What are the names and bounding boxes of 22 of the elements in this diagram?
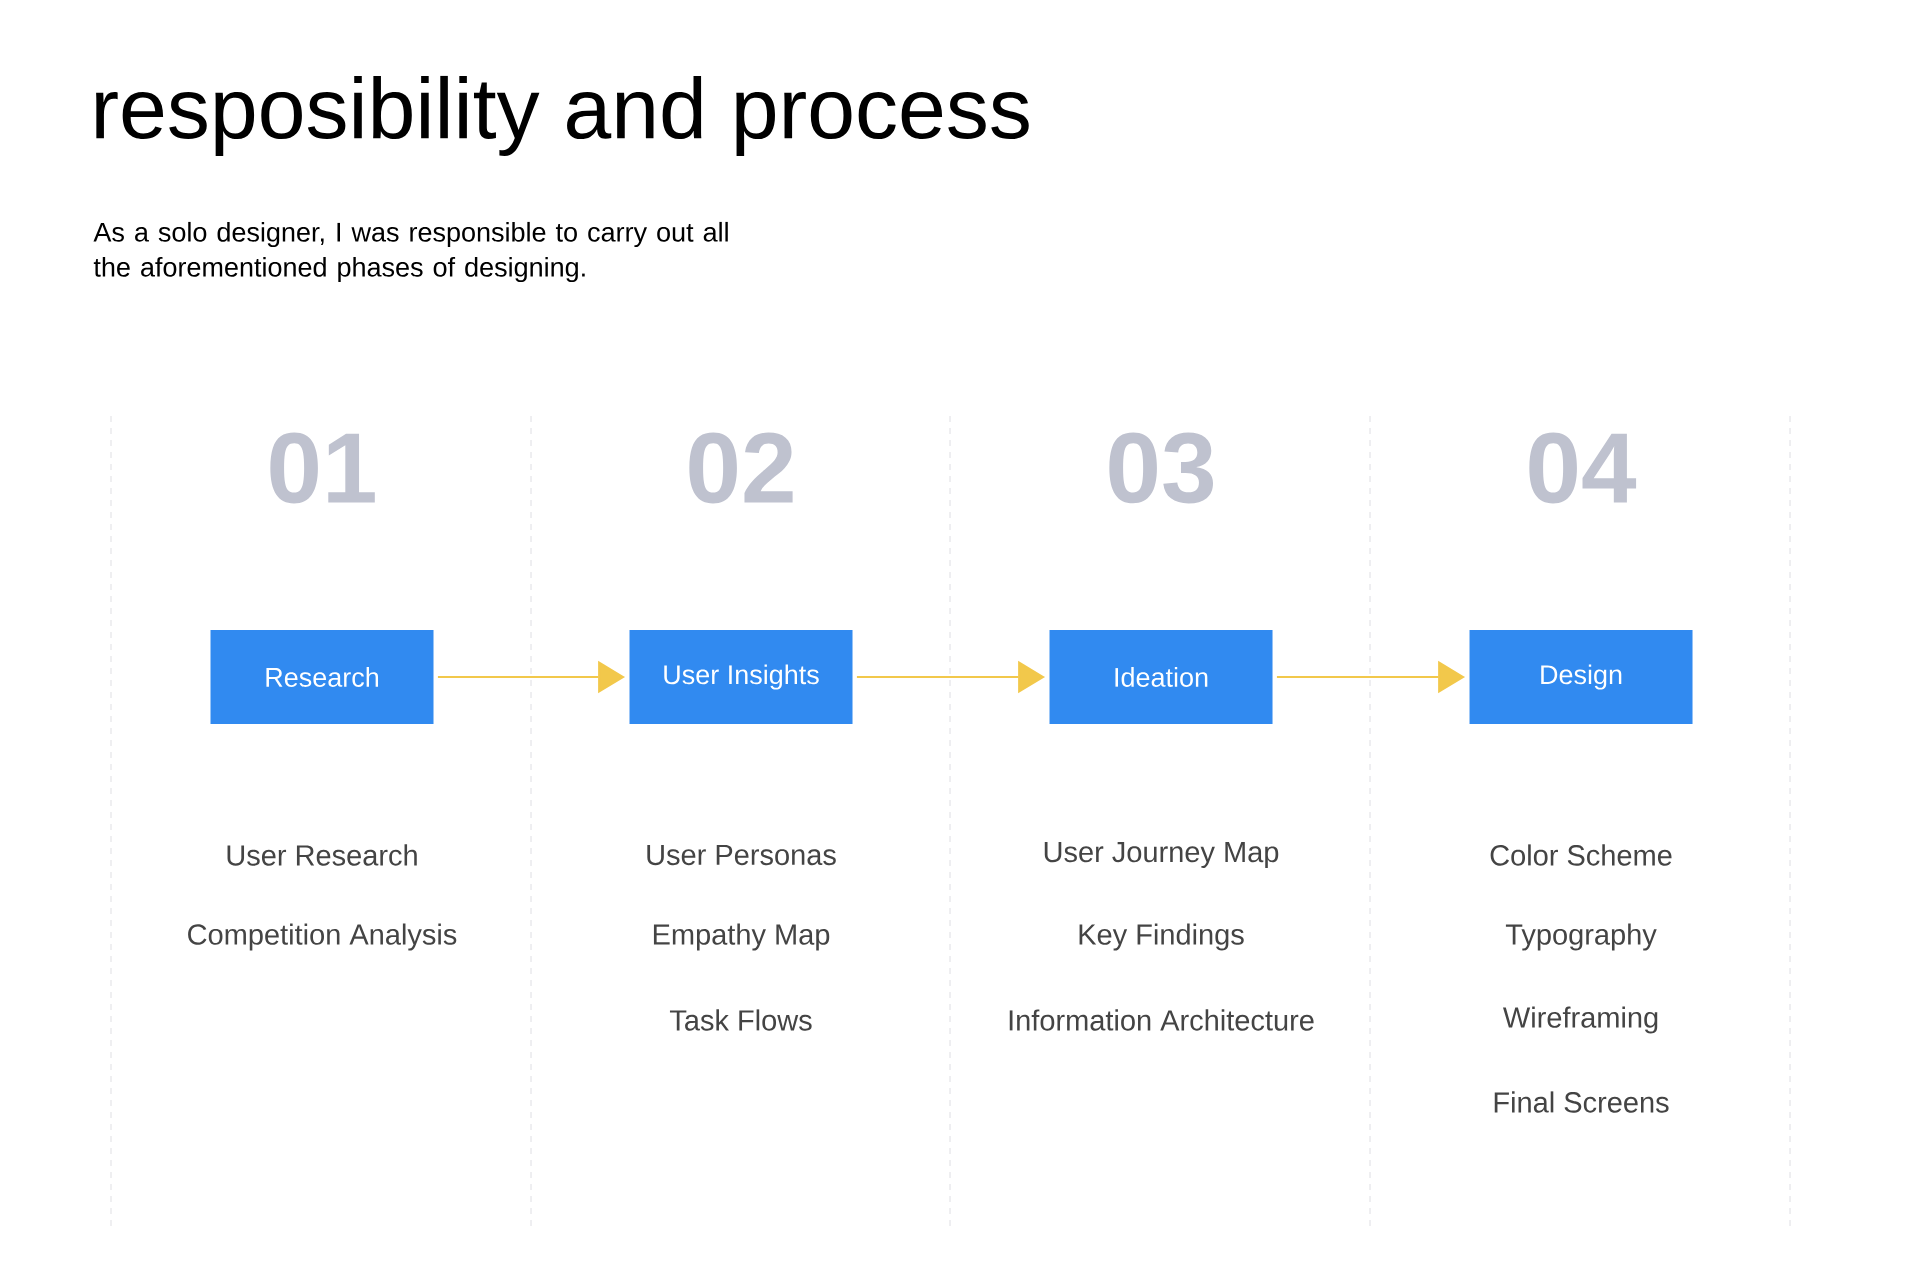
- list-item: Typography: [1505, 923, 1657, 951]
- list-item: Competition Analysis: [188, 923, 457, 951]
- process-box: Ideation: [1049, 630, 1273, 724]
- list-item: Information Architecture: [1009, 1009, 1314, 1031]
- process-box: Research: [210, 630, 434, 724]
- list-item: Color Scheme: [1490, 844, 1672, 866]
- description: As a solo designer, I was responsible to carry out all the aforementioned phases of designing.: [93, 221, 728, 283]
- step-number: 04: [1529, 432, 1637, 504]
- step-number: 01: [270, 432, 375, 504]
- list-item: User Personas: [647, 844, 836, 866]
- title: resposibility and process: [96, 75, 1029, 157]
- list-item: Task Flows: [669, 1009, 812, 1031]
- step-number: 03: [1109, 432, 1213, 504]
- list-item: Wireframing: [1503, 1006, 1658, 1034]
- list-item: Final Screens: [1494, 1091, 1669, 1113]
- process-box: User Insights: [629, 630, 853, 724]
- list-item: Empathy Map: [653, 923, 830, 951]
- list-item: User Research: [227, 844, 417, 866]
- step-number: 02: [689, 432, 793, 504]
- process-box: Design: [1469, 630, 1693, 724]
- list-item: Key Findings: [1079, 923, 1244, 951]
- list-item: User Journey Map: [1044, 842, 1279, 868]
